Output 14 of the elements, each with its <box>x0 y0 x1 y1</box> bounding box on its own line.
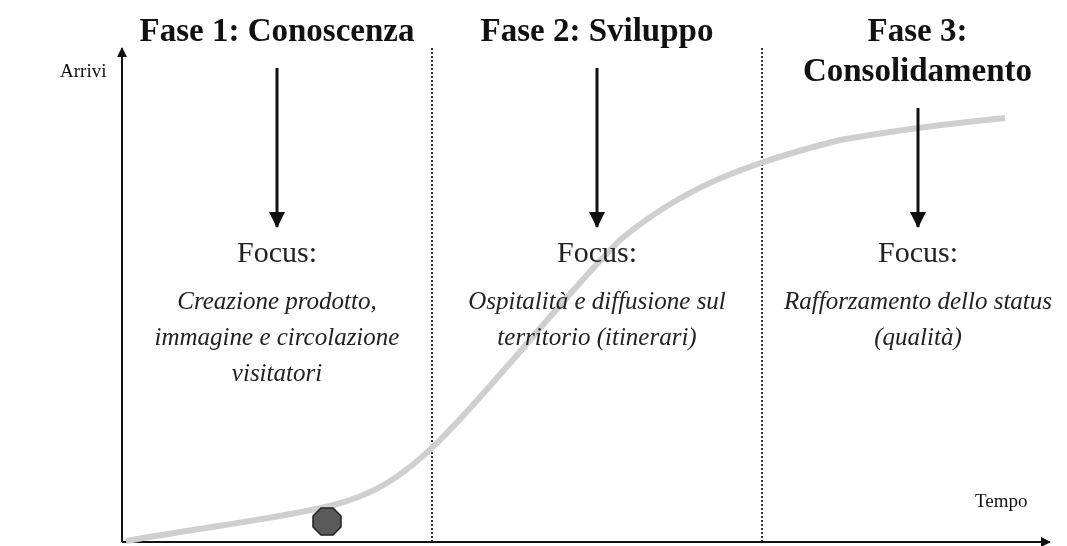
phase-heading: Fase 2: Sviluppo <box>479 11 715 50</box>
focus-label: Focus: <box>556 235 638 269</box>
phase-heading: Fase 3: Consolidamento <box>801 11 1034 90</box>
axis-label: Arrivi <box>60 60 107 82</box>
phase-heading: Fase 1: Conoscenza <box>138 11 416 50</box>
arrow <box>589 68 605 228</box>
focus-description: Creazione prodotto, immagine e circolazione visitatori <box>153 286 401 388</box>
focus-label: Focus: <box>236 235 318 269</box>
focus-description: Ospitalità e diffusione sul territorio (itinerari) <box>467 286 727 353</box>
focus-description: Rafforzamento dello status (qualità) <box>782 286 1054 353</box>
arrow <box>910 108 926 228</box>
arrow <box>269 68 285 228</box>
axis-label: Tempo <box>975 490 1028 512</box>
focus-label: Focus: <box>877 235 959 269</box>
